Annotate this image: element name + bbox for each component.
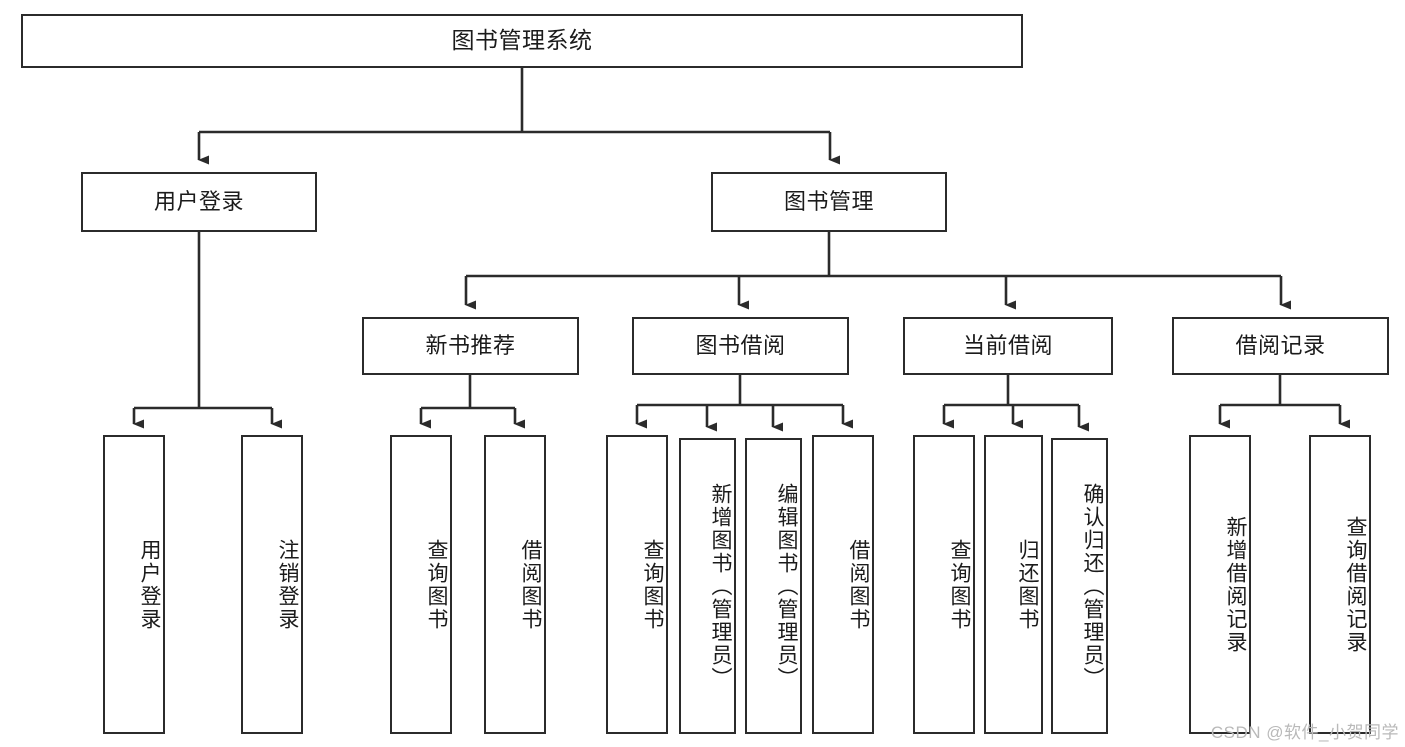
node-leaf-return-book[interactable]: 归还图书 (984, 435, 1043, 734)
node-label: 新增借阅记录 (1224, 515, 1247, 654)
node-leaf-confirm-return-admin[interactable]: 确认归还（管理员） (1051, 438, 1108, 734)
node-label: 借阅图书 (847, 538, 870, 631)
node-label: 新书推荐 (425, 332, 516, 358)
node-label: 借阅图书 (519, 538, 542, 631)
node-label: 当前借阅 (962, 332, 1053, 358)
node-level2-book-borrow[interactable]: 图书借阅 (632, 317, 849, 375)
node-level2-current-borrow[interactable]: 当前借阅 (903, 317, 1113, 375)
node-leaf-user-login[interactable]: 用户登录 (103, 435, 165, 734)
node-label: 查询图书 (948, 538, 971, 631)
node-label: 图书管理 (783, 188, 874, 214)
node-label: 新增图书（管理员） (709, 482, 732, 690)
node-label: 注销登录 (276, 538, 299, 631)
node-label: 图书借阅 (695, 332, 786, 358)
node-leaf-borrow-book-recommend[interactable]: 借阅图书 (484, 435, 546, 734)
node-level1-book-management[interactable]: 图书管理 (711, 172, 947, 232)
node-leaf-add-borrow-record[interactable]: 新增借阅记录 (1189, 435, 1251, 734)
node-level1-user-login[interactable]: 用户登录 (81, 172, 317, 232)
node-label: 借阅记录 (1235, 332, 1326, 358)
node-label: 用户登录 (153, 188, 244, 214)
node-label: 图书管理系统 (451, 27, 593, 54)
node-label: 编辑图书（管理员） (775, 482, 798, 690)
node-label: 查询图书 (425, 538, 448, 631)
csdn-watermark: CSDN @软件_小贺同学 (1210, 723, 1399, 742)
node-leaf-query-borrow-record[interactable]: 查询借阅记录 (1309, 435, 1371, 734)
node-label: 归还图书 (1016, 538, 1039, 631)
node-label: 确认归还（管理员） (1081, 482, 1104, 690)
node-label: 查询图书 (641, 538, 664, 631)
node-leaf-logout[interactable]: 注销登录 (241, 435, 303, 734)
node-leaf-add-book-admin[interactable]: 新增图书（管理员） (679, 438, 736, 734)
node-leaf-query-book-current[interactable]: 查询图书 (913, 435, 975, 734)
node-level2-new-book-recommend[interactable]: 新书推荐 (362, 317, 579, 375)
node-leaf-edit-book-admin[interactable]: 编辑图书（管理员） (745, 438, 802, 734)
node-level2-borrow-record[interactable]: 借阅记录 (1172, 317, 1389, 375)
node-label: 用户登录 (138, 538, 161, 631)
node-label: 查询借阅记录 (1344, 515, 1367, 654)
node-root-图书管理系统[interactable]: 图书管理系统 (21, 14, 1023, 68)
node-leaf-query-book-borrow[interactable]: 查询图书 (606, 435, 668, 734)
node-leaf-query-book-recommend[interactable]: 查询图书 (390, 435, 452, 734)
node-leaf-borrow-book[interactable]: 借阅图书 (812, 435, 874, 734)
